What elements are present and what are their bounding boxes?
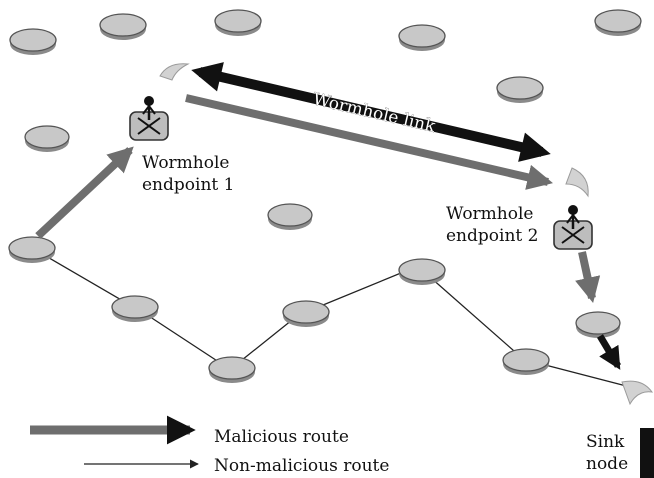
- wormhole-endpoint-1: [129, 96, 169, 141]
- sensor-node: [267, 203, 313, 230]
- endpoint1-label-line1: Wormhole: [142, 153, 229, 173]
- sensor-node: [9, 28, 57, 55]
- antenna-icon: [159, 63, 190, 81]
- antenna-base: [142, 104, 156, 115]
- sensor-node: [214, 9, 262, 36]
- sink-label-line2: node: [586, 454, 628, 474]
- antenna-icon: [621, 380, 654, 406]
- sensor-node: [24, 125, 70, 152]
- sensor-node: [594, 9, 642, 36]
- malicious-arrow: [596, 334, 622, 370]
- endpoint2-label-line2: endpoint 2: [446, 226, 538, 246]
- route-nodes: [8, 236, 621, 383]
- sensor-node: [496, 76, 544, 103]
- idle-nodes: [9, 9, 642, 230]
- legend-non-malicious-label: Non-malicious route: [214, 456, 389, 476]
- wormhole-endpoint-2: [553, 205, 593, 250]
- sink-node: [640, 428, 654, 478]
- malicious-arrow: [35, 146, 134, 239]
- attacker-icon: [137, 117, 161, 135]
- antenna-icon: [565, 167, 589, 198]
- sensor-node: [502, 348, 550, 375]
- sensor-node: [575, 311, 621, 338]
- legend-malicious-label: Malicious route: [214, 427, 349, 447]
- legend: Malicious route Non-malicious route: [30, 415, 389, 476]
- sensor-node: [282, 300, 330, 327]
- sink-label-line1: Sink: [586, 432, 625, 452]
- sensor-node: [8, 236, 56, 263]
- route-arrow: [421, 269, 523, 359]
- attacker-icon: [561, 226, 585, 244]
- sensor-node: [398, 24, 446, 51]
- sensor-node: [99, 13, 147, 40]
- endpoint2-label-line1: Wormhole: [446, 204, 533, 224]
- malicious-arrow: [575, 251, 601, 304]
- antenna-base: [566, 213, 580, 224]
- sensor-node: [208, 356, 256, 383]
- sensor-node: [398, 258, 446, 285]
- endpoint1-label-line2: endpoint 1: [142, 175, 234, 195]
- wormhole-link-arrow: [191, 62, 551, 162]
- sensor-node: [111, 295, 159, 322]
- antenna-icons: [159, 63, 654, 406]
